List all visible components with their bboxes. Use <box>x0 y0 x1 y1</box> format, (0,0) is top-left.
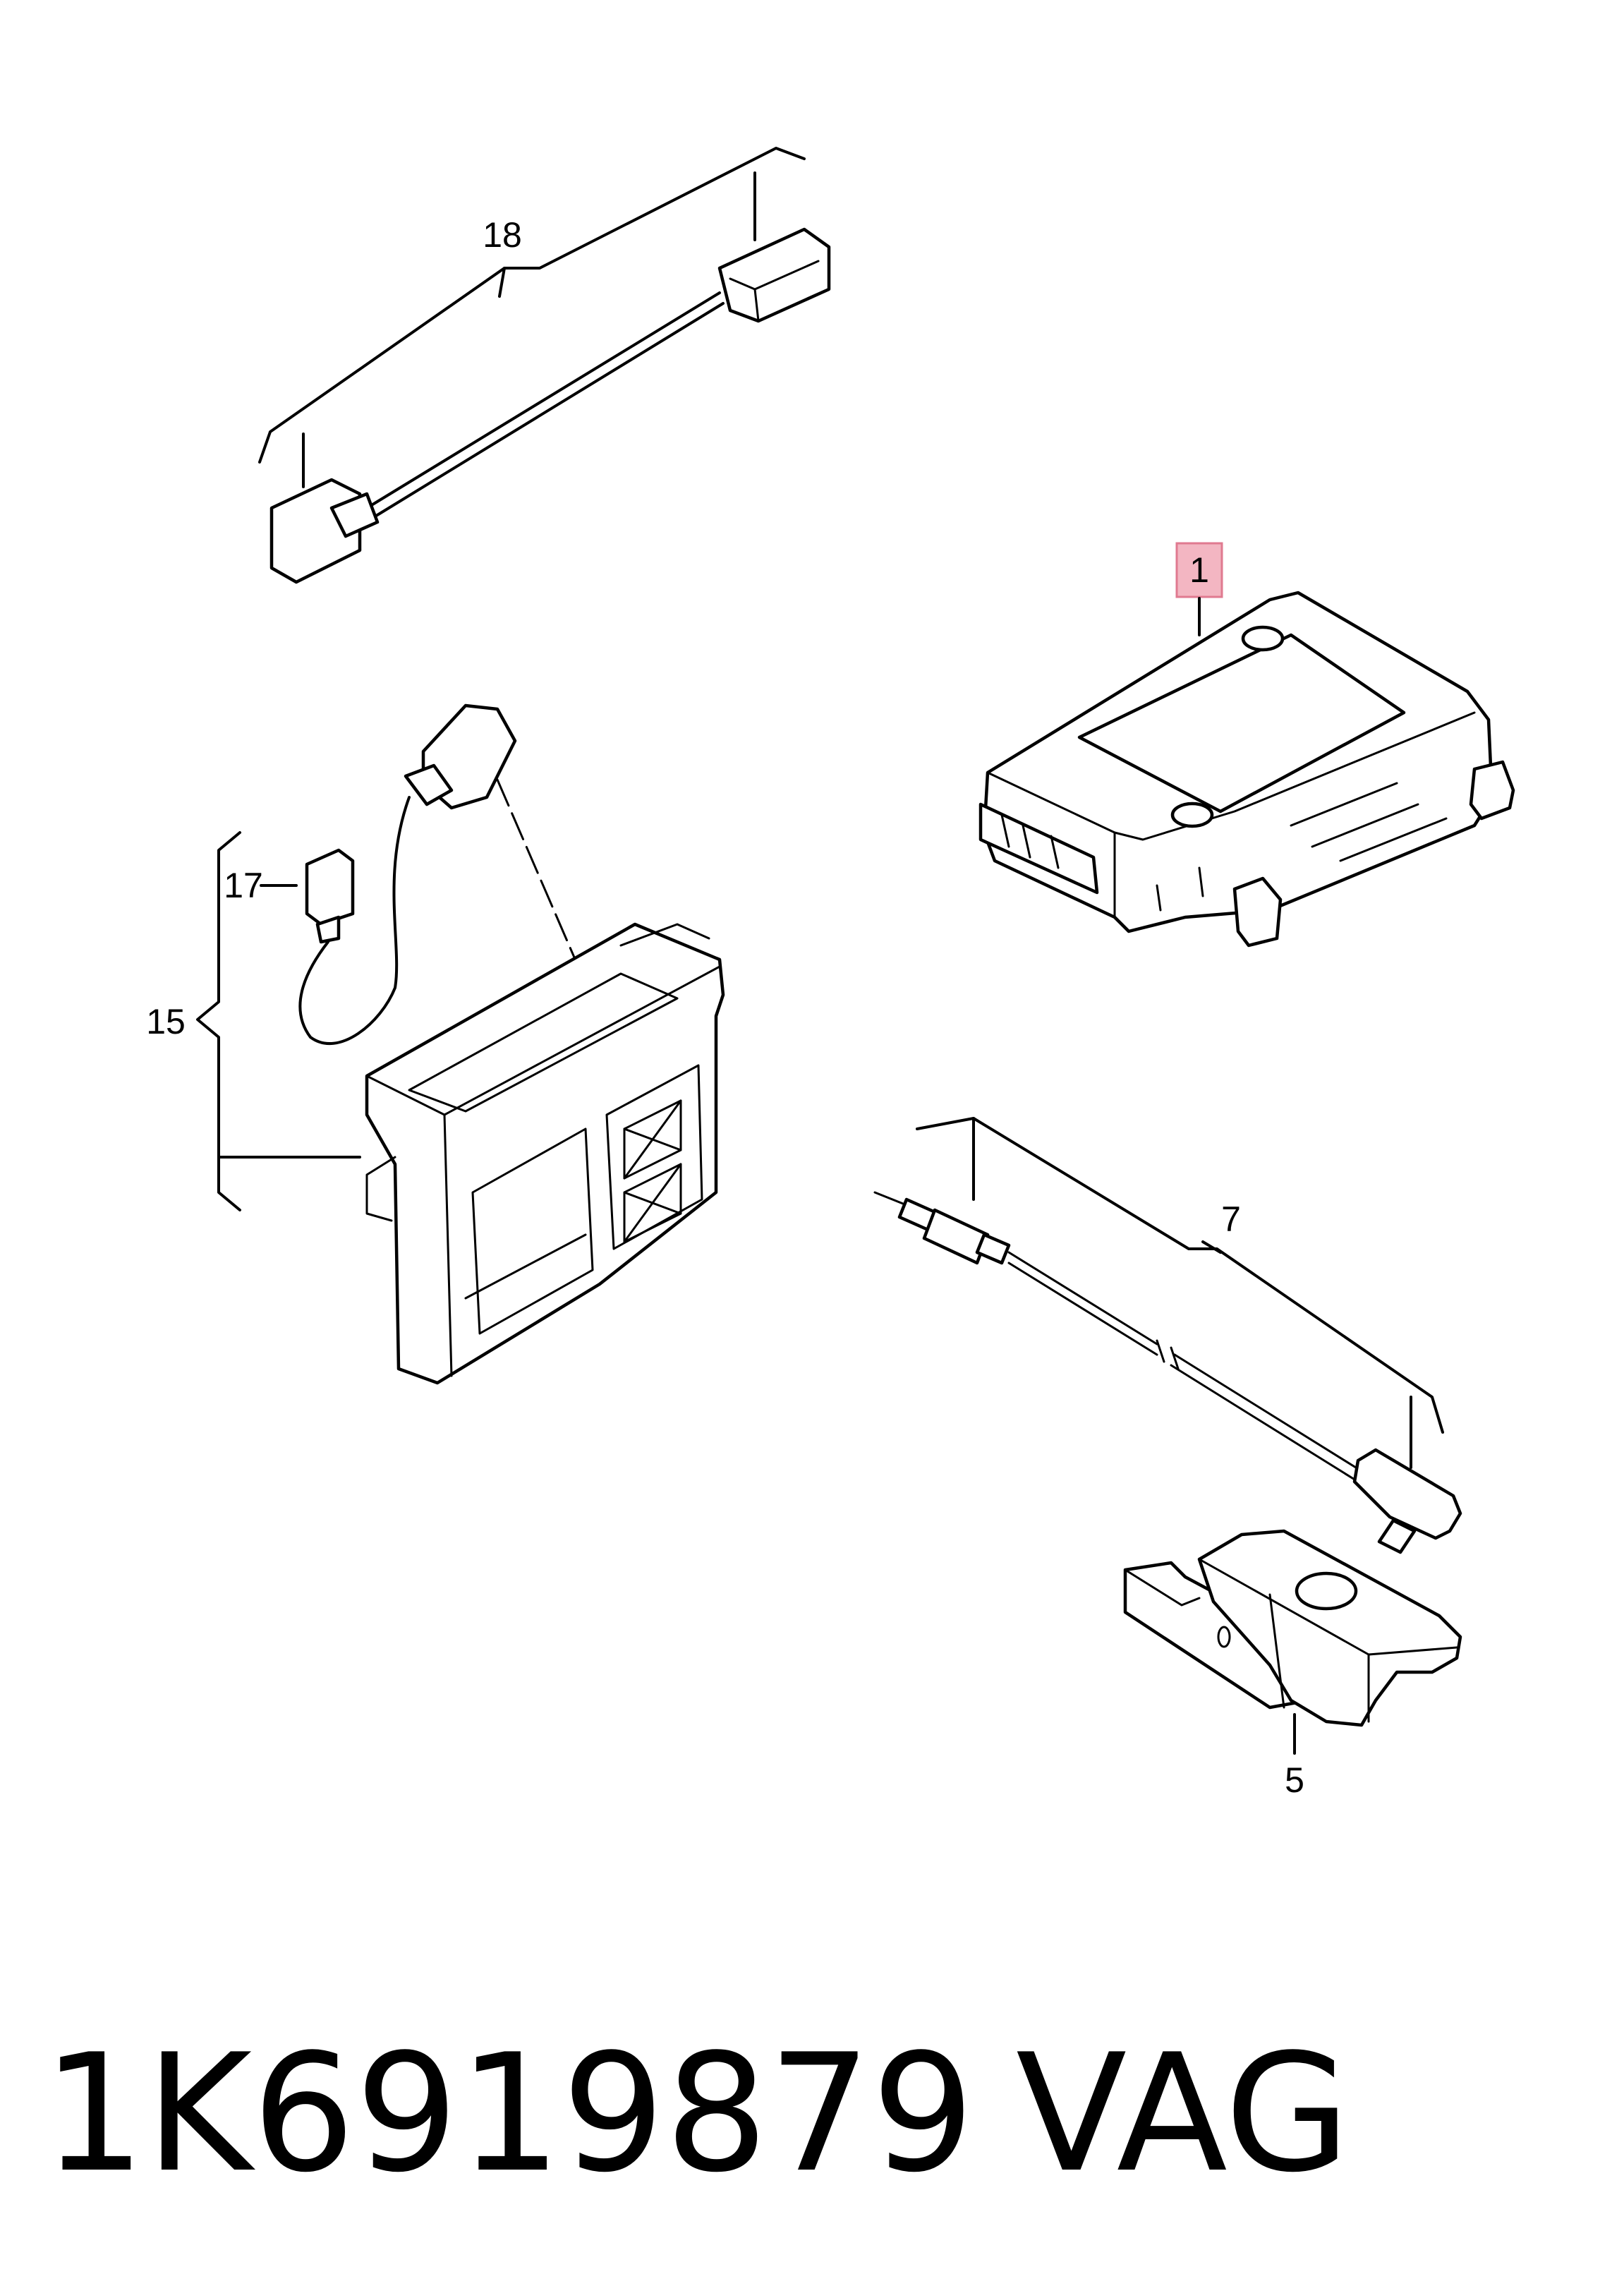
callout-5: 5 <box>1285 1760 1304 1800</box>
callouts: 18 1 17 15 7 5 <box>146 215 1304 1800</box>
brand-name: VAG <box>1016 2020 1350 2208</box>
part-15-holder <box>196 703 725 1385</box>
callout-18: 18 <box>483 215 522 255</box>
callout-1: 1 <box>1189 550 1209 590</box>
callout-17: 17 <box>224 866 263 905</box>
part-7-audio-cable <box>873 1117 1462 1554</box>
part-5-socket <box>1123 1529 1462 1755</box>
callout-15: 15 <box>146 1002 186 1041</box>
part-number: 1K6919879 <box>42 2020 975 2208</box>
part-1-control-unit <box>978 542 1515 948</box>
part-18-cable <box>258 147 831 584</box>
callout-7: 7 <box>1221 1199 1241 1239</box>
